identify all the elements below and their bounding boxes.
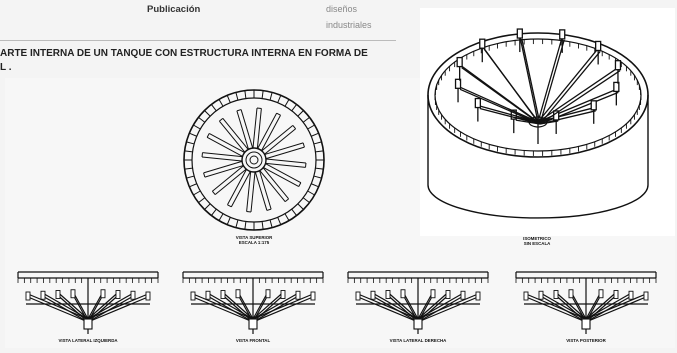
top-view-caption: VISTA SUPERIOR: [236, 235, 273, 240]
iso-view-caption: ISOMETRICO: [523, 236, 551, 241]
category-tag-line1[interactable]: diseños: [326, 4, 358, 14]
post-title-line1[interactable]: ARTE INTERNA DE UN TANQUE CON ESTRUCTURA…: [0, 48, 368, 59]
header-divider: [0, 40, 396, 41]
side-view-left: [17, 271, 159, 334]
side-view-front: [182, 271, 324, 334]
side-view-right: [347, 271, 489, 334]
category-tag-line2[interactable]: industriales: [326, 20, 372, 30]
top-view-drawing: [183, 89, 325, 231]
side-view-rear-caption: VISTA POSTERIOR: [566, 338, 606, 343]
post-title-line2[interactable]: L .: [0, 62, 12, 73]
side-view-left-caption: VISTA LATERAL IZQUIERDA: [58, 338, 118, 343]
side-view-rear: [515, 271, 657, 334]
isometric-view-drawing: [420, 8, 675, 236]
iso-view-scale: SIN ESCALA: [524, 241, 551, 246]
side-view-front-caption: VISTA FRONTAL: [236, 338, 271, 343]
publication-column-header: Publicación: [147, 4, 201, 15]
top-view-scale: ESCALA 1:175: [239, 240, 270, 245]
side-view-right-caption: VISTA LATERAL DERECHA: [390, 338, 448, 343]
